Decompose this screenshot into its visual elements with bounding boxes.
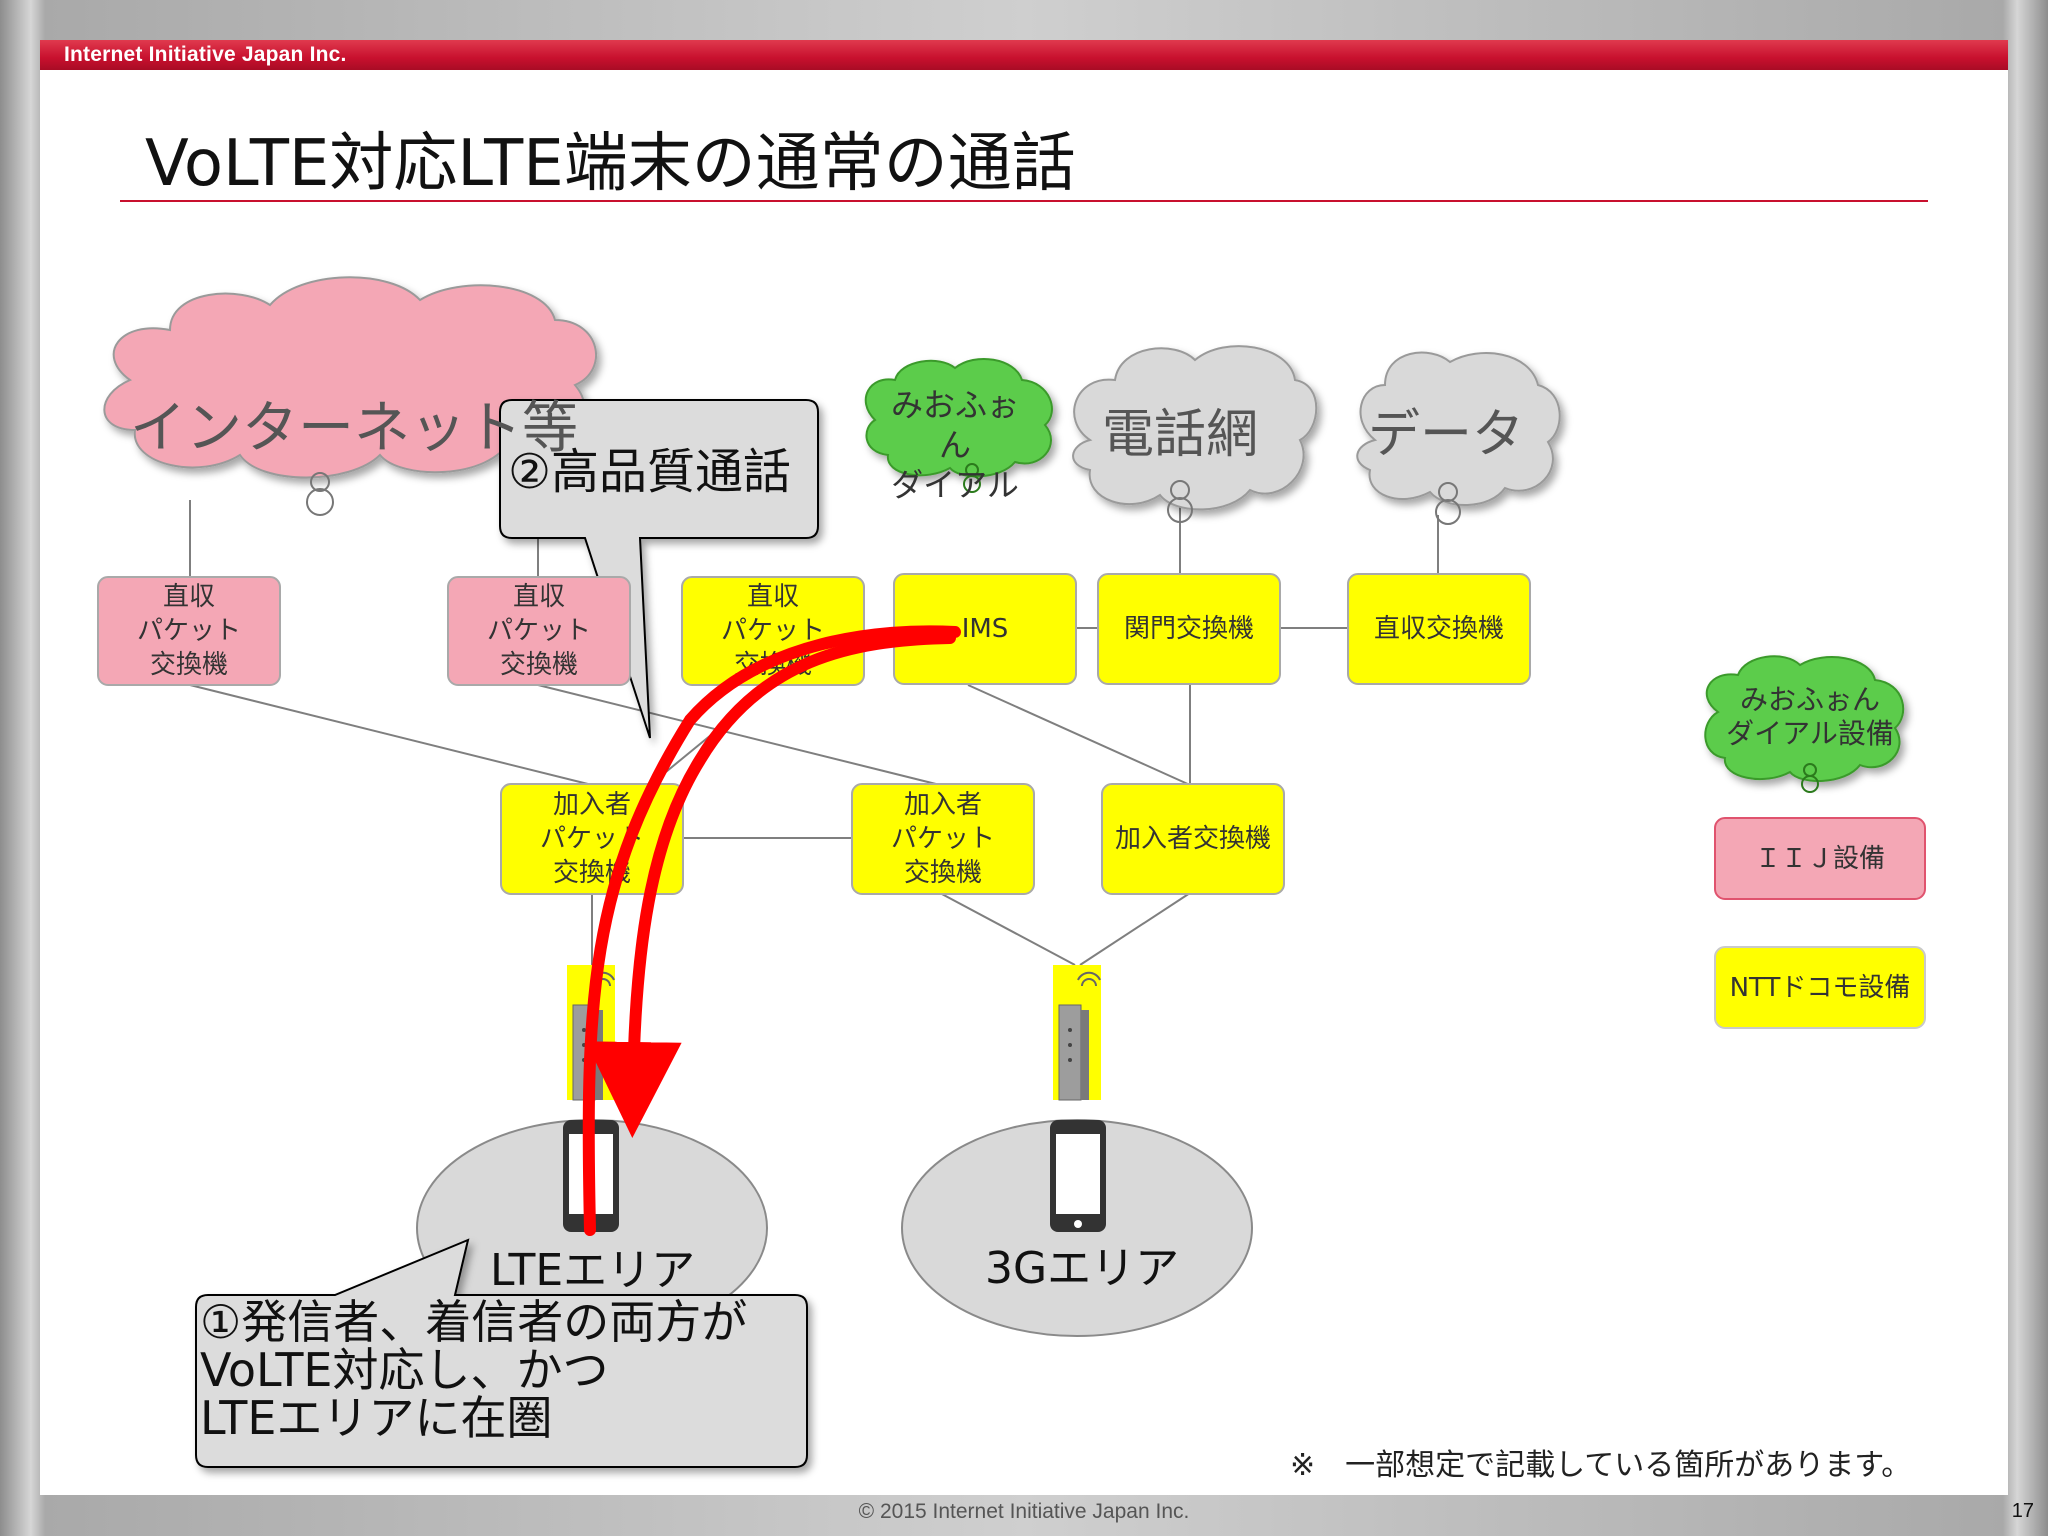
legend-mio-label: みおふぉん ダイアル設備 <box>1726 683 1894 750</box>
legend-ntt: NTTドコモ設備 <box>1714 946 1926 1029</box>
snowman-icon <box>306 472 334 516</box>
internet-cloud <box>103 276 598 479</box>
internet-cloud-label: インターネット等 <box>130 396 578 461</box>
ntt-direct-packet-switch: 直収 パケット 交換機 <box>681 576 865 686</box>
company-name: Internet Initiative Japan Inc. <box>64 43 347 66</box>
condition-callout-text: ①発信者、着信者の両方が VoLTE対応し、かつ LTEエリアに在圏 <box>200 1295 748 1445</box>
direct-switch-node: 直収交換機 <box>1347 573 1531 685</box>
smartphone-icon <box>1050 1120 1106 1232</box>
data-cloud-label: データ <box>1368 405 1525 465</box>
iij-direct-packet-switch-2: 直収 パケット 交換機 <box>447 576 631 686</box>
mio-dial-cloud-label: みおふぉん ダイアル <box>890 386 1019 504</box>
phone-net-cloud <box>1072 345 1318 511</box>
base-station-icon <box>567 965 615 1101</box>
copyright-footer: © 2015 Internet Initiative Japan Inc. <box>858 1500 1190 1523</box>
gateway-switch-node: 関門交換機 <box>1097 573 1281 685</box>
legend-iij: ＩＩＪ設備 <box>1714 817 1926 900</box>
snowman-icon <box>1435 482 1461 525</box>
snowman-icon <box>1801 763 1819 793</box>
legend-mio-cloud <box>1704 655 1905 782</box>
iij-direct-packet-switch-1: 直収 パケット 交換機 <box>97 576 281 686</box>
smartphone-icon <box>563 1120 619 1232</box>
base-station-icon <box>1053 965 1101 1101</box>
lte-area-label: LTEエリア <box>490 1245 696 1296</box>
page-number: 17 <box>2011 1500 2034 1522</box>
subscriber-packet-switch-1: 加入者 パケット 交換機 <box>500 783 684 895</box>
header-bar: Internet Initiative Japan Inc. <box>40 40 2008 70</box>
snowman-icon <box>1167 480 1193 523</box>
subscriber-packet-switch-2: 加入者 パケット 交換機 <box>851 783 1035 895</box>
connector-lines <box>189 500 1439 966</box>
title-underline <box>120 200 1928 202</box>
footnote: ※ 一部想定で記載している箇所があります。 <box>1290 1448 1912 1483</box>
quality-callout-text: ②高品質通話 <box>508 444 792 500</box>
phone-net-cloud-label: 電話網 <box>1102 405 1259 465</box>
snowman-icon <box>963 463 981 493</box>
page-title: VoLTE対応LTE端末の通常の通話 <box>145 127 1076 201</box>
3g-area-label: 3Gエリア <box>985 1243 1180 1294</box>
ims-node: IMS <box>893 573 1077 685</box>
data-cloud <box>1356 351 1561 506</box>
condition-callout-shape <box>195 1238 808 1468</box>
mio-dial-cloud <box>864 357 1053 478</box>
subscriber-switch-node: 加入者交換機 <box>1101 783 1285 895</box>
